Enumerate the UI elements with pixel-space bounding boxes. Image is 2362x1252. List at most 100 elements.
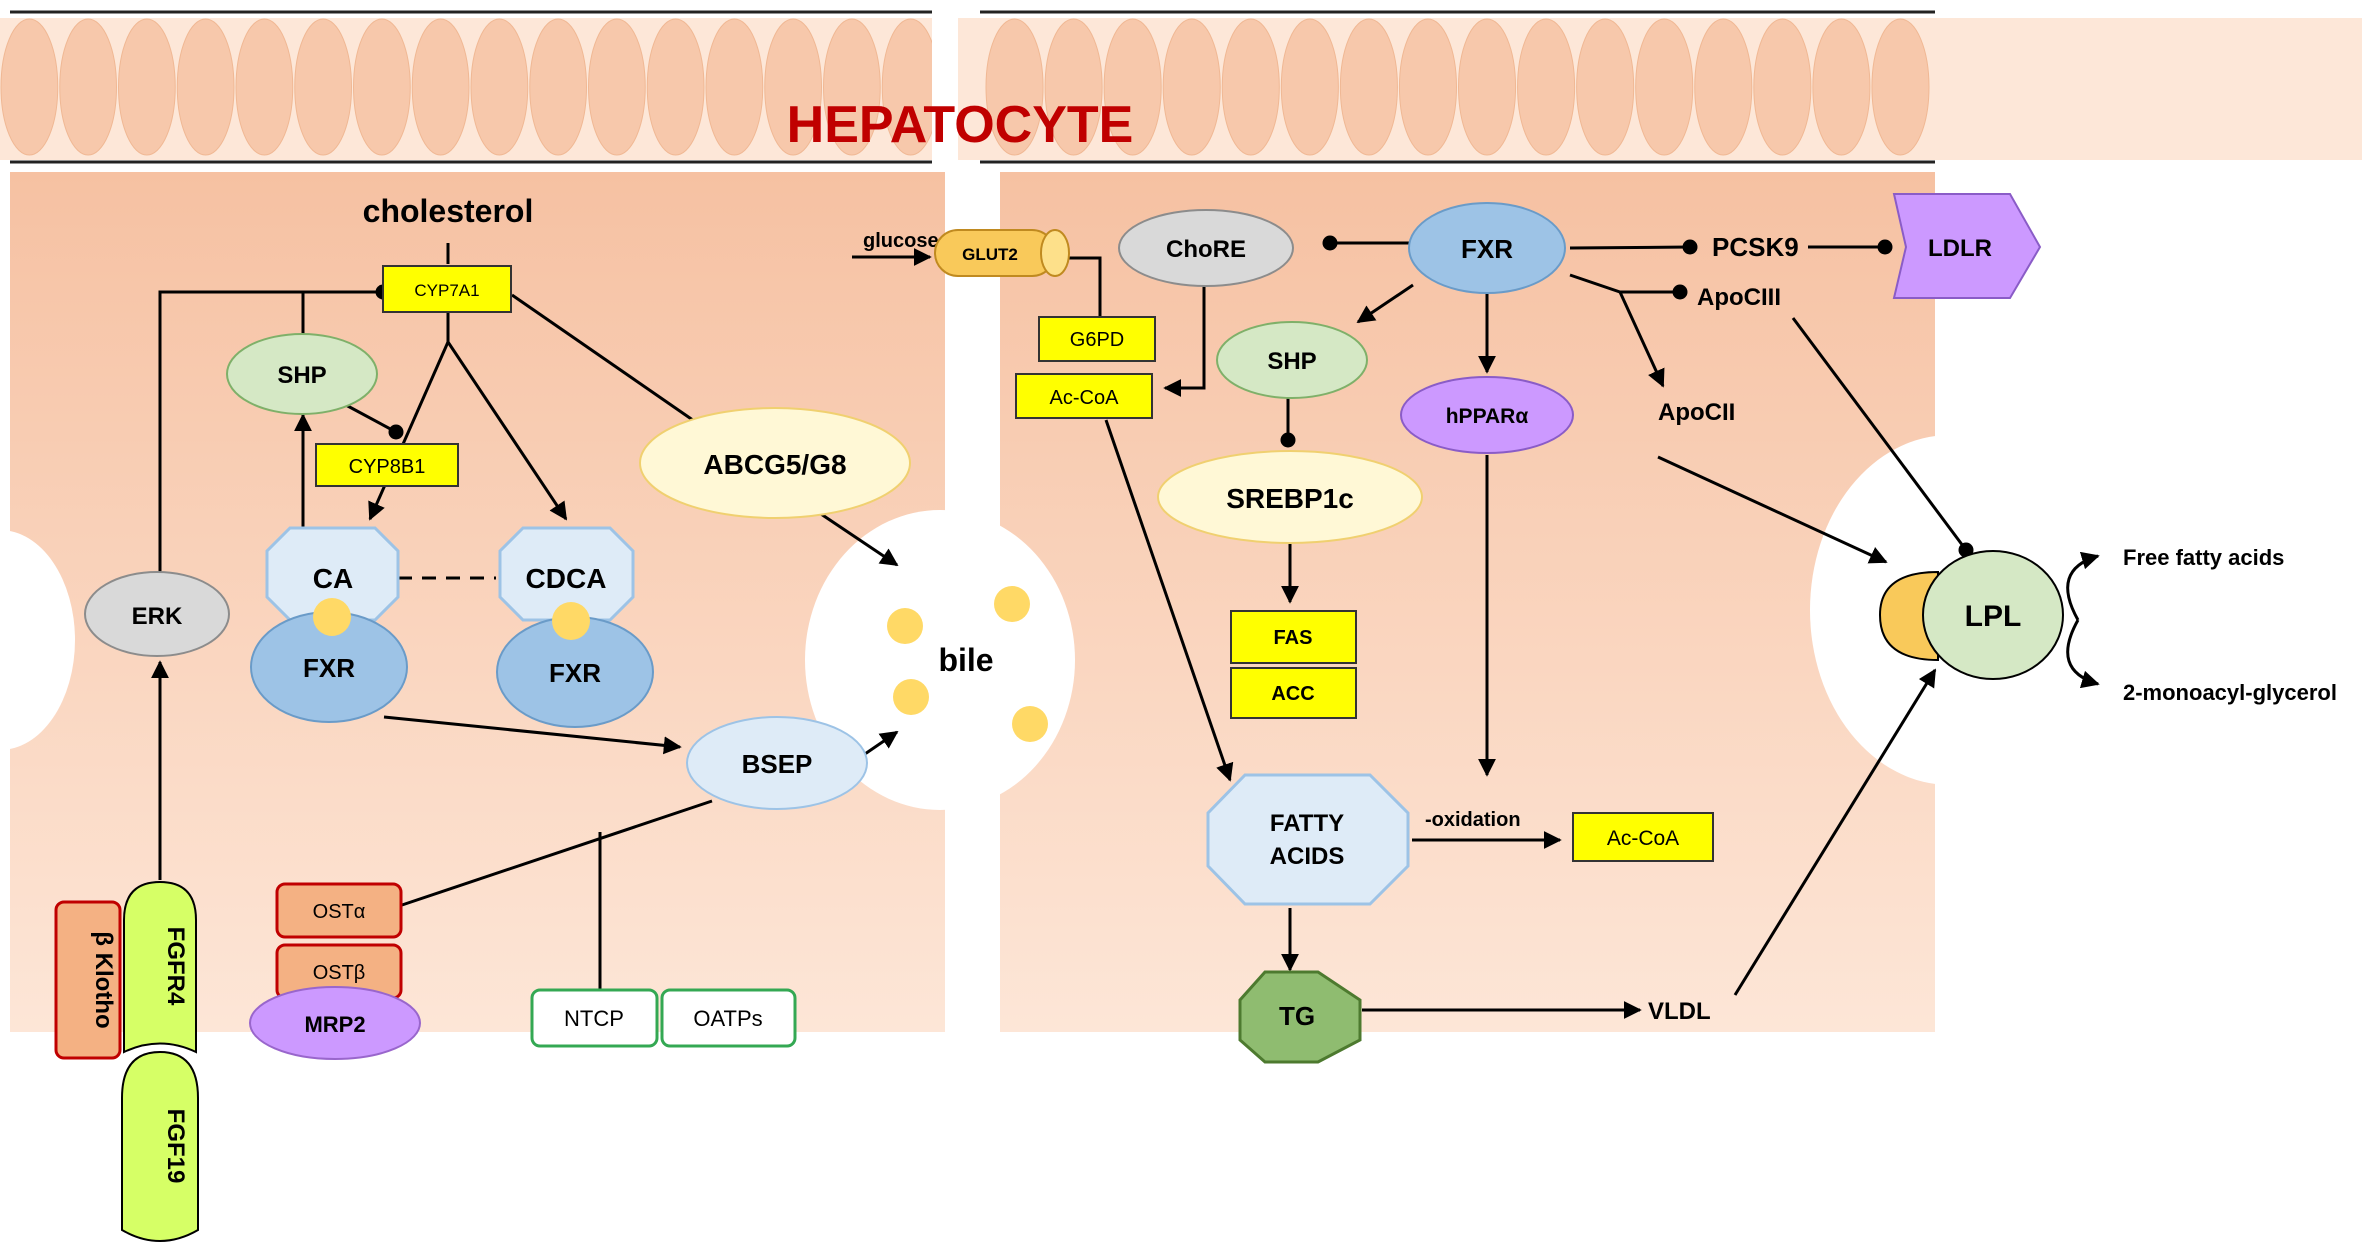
- glut2-node: GLUT2: [934, 229, 1070, 277]
- microvillus: [1576, 18, 1635, 156]
- microvillus: [294, 18, 352, 156]
- tg-node: TG: [1238, 970, 1362, 1064]
- microvillus: [1162, 18, 1221, 156]
- svg-text:FXR: FXR: [1461, 234, 1513, 264]
- bile-acid-dot-ca: [313, 598, 351, 636]
- svg-text:LPL: LPL: [1965, 600, 2022, 633]
- oxidation-label: -oxidation: [1425, 809, 1521, 831]
- microvillus: [470, 18, 529, 156]
- microvillus: [353, 18, 411, 156]
- svg-text:BSEP: BSEP: [742, 749, 813, 779]
- svg-text:GLUT2: GLUT2: [962, 245, 1018, 264]
- microvillus: [1044, 18, 1103, 156]
- cholesterol-label: cholesterol: [363, 193, 534, 229]
- svg-text:FGF19: FGF19: [162, 1109, 189, 1184]
- microvillus: [705, 18, 764, 156]
- svg-text:CDCA: CDCA: [526, 563, 607, 594]
- svg-text:ACIDS: ACIDS: [1270, 843, 1345, 870]
- monoacylglycerol-label: 2-monoacyl-glycerol: [2123, 680, 2337, 705]
- free-fatty-acids-label: Free fatty acids: [2123, 545, 2284, 570]
- microvillus: [823, 18, 881, 156]
- microvilli-right: [985, 18, 1930, 156]
- svg-text:CYP7A1: CYP7A1: [414, 281, 479, 300]
- svg-text:ABCG5/G8: ABCG5/G8: [703, 449, 846, 480]
- bile-acid-dots: [887, 586, 1048, 742]
- bile-canaliculus: [805, 510, 1075, 810]
- g6pd-node: G6PD: [1038, 316, 1156, 362]
- apociii-label: ApoCIII: [1697, 284, 1781, 311]
- diagram-title: HEPATOCYTE: [787, 96, 1134, 154]
- svg-text:ACC: ACC: [1271, 683, 1314, 705]
- svg-text:OSTβ: OSTβ: [313, 962, 366, 984]
- bile-label: bile: [938, 642, 993, 678]
- chore-node: ChoRE: [1118, 209, 1294, 287]
- svg-text:hPPARα: hPPARα: [1446, 405, 1529, 428]
- ca-node: CA: [265, 526, 400, 622]
- microvillus: [1694, 18, 1753, 156]
- microvillus: [235, 18, 294, 156]
- hppara-node: hPPARα: [1400, 376, 1574, 454]
- sinusoid-notch-left: [0, 530, 75, 750]
- fgf19-node: FGF19: [121, 1050, 199, 1242]
- fatty-acids-node: FATTY ACIDS: [1206, 773, 1410, 906]
- svg-text:FATTY: FATTY: [1270, 810, 1344, 837]
- microvillus: [1517, 18, 1576, 156]
- svg-text:Ac-CoA: Ac-CoA: [1050, 387, 1120, 409]
- cyp8b1-node: CYP8B1: [315, 443, 459, 487]
- microvillus: [118, 18, 176, 156]
- glucose-label: glucose: [863, 230, 939, 252]
- erk-node: ERK: [84, 571, 230, 657]
- svg-text:CYP8B1: CYP8B1: [349, 456, 426, 478]
- svg-text:FAS: FAS: [1274, 627, 1313, 649]
- cyp7a1-node: CYP7A1: [382, 265, 512, 313]
- fgfr4-node: FGFR4: [123, 880, 197, 1054]
- beta-klotho-node: β Klotho: [54, 900, 122, 1060]
- microvillus: [1280, 18, 1339, 156]
- svg-text:SHP: SHP: [1267, 348, 1316, 375]
- svg-text:G6PD: G6PD: [1070, 329, 1124, 351]
- microvilli-left: [0, 18, 940, 156]
- svg-text:TG: TG: [1279, 1001, 1315, 1031]
- ost-beta-node: OSTβ: [275, 943, 403, 1000]
- svg-text:FGFR4: FGFR4: [162, 927, 189, 1006]
- microvillus: [176, 18, 235, 156]
- microvillus: [1221, 18, 1280, 156]
- svg-text:SHP: SHP: [277, 362, 326, 389]
- fas-node: FAS: [1230, 610, 1357, 664]
- fxr-node-cdca: FXR: [496, 616, 654, 728]
- svg-text:LDLR: LDLR: [1928, 235, 1992, 262]
- ntcp-node: NTCP: [530, 988, 659, 1048]
- microvillus: [985, 18, 1044, 156]
- fxr-node-ca: FXR: [250, 611, 408, 723]
- oatps-node: OATPs: [660, 988, 797, 1048]
- microvillus: [646, 18, 705, 156]
- fxr-node-right: FXR: [1408, 202, 1566, 294]
- svg-text:Ac-CoA: Ac-CoA: [1607, 827, 1679, 850]
- svg-text:FXR: FXR: [549, 658, 601, 688]
- vldl-label: VLDL: [1648, 998, 1711, 1025]
- mrp2-node: MRP2: [249, 986, 421, 1060]
- svg-text:CA: CA: [313, 563, 353, 594]
- shp-node-right: SHP: [1216, 321, 1368, 399]
- svg-text:FXR: FXR: [303, 653, 355, 683]
- lpl-anchor: [1878, 570, 1939, 662]
- microvillus: [59, 18, 117, 156]
- svg-text:β Klotho: β Klotho: [90, 931, 117, 1028]
- microvillus: [1339, 18, 1398, 156]
- bile-acid-dot-cdca: [552, 602, 590, 640]
- microvillus: [411, 18, 470, 156]
- ldlr-node: LDLR: [1892, 193, 2042, 299]
- svg-text:ChoRE: ChoRE: [1166, 236, 1246, 263]
- microvillus: [1753, 18, 1812, 156]
- microvillus: [1398, 18, 1457, 156]
- svg-text:ERK: ERK: [132, 603, 183, 630]
- microvillus: [0, 18, 59, 156]
- microvillus: [1635, 18, 1694, 156]
- svg-text:NTCP: NTCP: [564, 1006, 624, 1031]
- microvillus: [1871, 18, 1930, 156]
- svg-text:MRP2: MRP2: [304, 1012, 365, 1037]
- srebp1c-node: SREBP1c: [1157, 450, 1423, 544]
- microvillus: [529, 18, 587, 156]
- pathway-edges: [151, 235, 2100, 1019]
